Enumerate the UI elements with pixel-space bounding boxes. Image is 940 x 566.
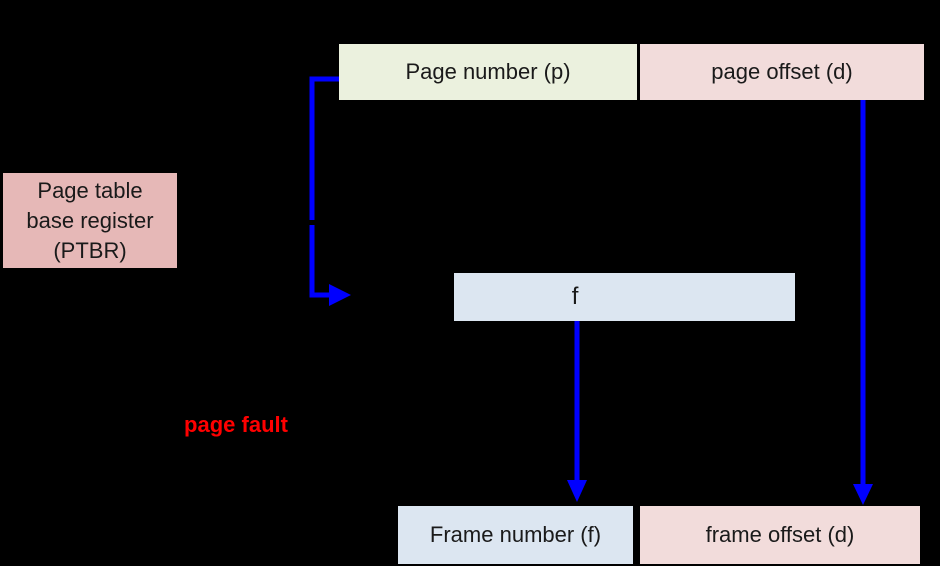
arrowhead-to-page-table-icon	[329, 284, 351, 306]
frame-offset-box: frame offset (d)	[640, 506, 920, 564]
page-number-label: Page number (p)	[405, 58, 571, 84]
ptbr-label-line3: (PTBR)	[53, 237, 127, 263]
connector-page-number-down-segment	[309, 76, 339, 220]
page-offset-box: page offset (d)	[640, 44, 924, 100]
arrowhead-frame-number-icon	[567, 480, 587, 502]
ptbr-box: Page table base register (PTBR)	[3, 173, 177, 268]
ptbr-label-line1: Page table	[37, 177, 143, 203]
page-table-entry-label: f	[571, 282, 579, 310]
page-table-entry-box: f	[454, 273, 795, 321]
page-offset-label: page offset (d)	[711, 58, 853, 84]
frame-number-box: Frame number (f)	[398, 506, 633, 564]
connector-to-page-table-segment	[309, 225, 330, 298]
frame-number-label: Frame number (f)	[429, 521, 602, 547]
page-number-box: Page number (p)	[339, 44, 637, 100]
arrowhead-frame-offset-icon	[853, 484, 873, 505]
page-fault-annotation: page fault	[170, 410, 302, 440]
page-fault-text: page fault	[184, 412, 288, 437]
ptbr-label-line2: base register	[26, 207, 154, 233]
frame-offset-label: frame offset (d)	[705, 521, 855, 547]
